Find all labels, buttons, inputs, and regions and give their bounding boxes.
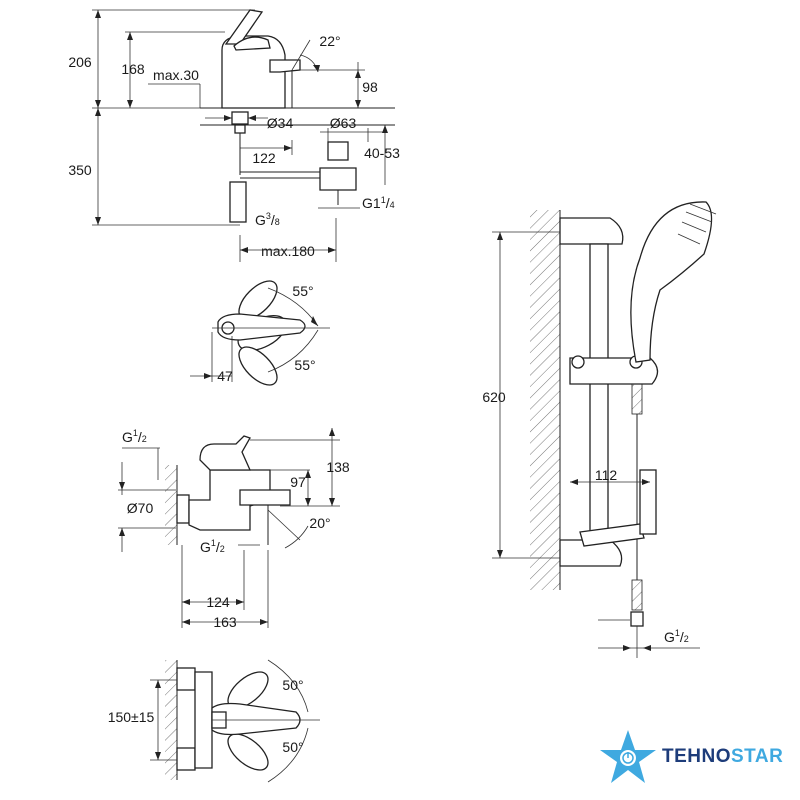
dim-max180: max.180 (261, 243, 315, 259)
dim-163: 163 (213, 614, 237, 630)
dim-620: 620 (482, 389, 506, 405)
dim-150-15: 150±15 (108, 709, 155, 725)
bath-mixer-side-view: G1/2 Ø70 97 138 20° G1/2 (118, 428, 350, 630)
logo-wordmark: TEHNOSTAR (662, 746, 783, 768)
star-icon (600, 730, 656, 783)
dim-168: 168 (121, 61, 145, 77)
logo-part-b: STAR (731, 746, 784, 767)
dim-122: 122 (252, 150, 276, 166)
dim-g12-rail: G1/2 (664, 628, 689, 645)
tehnostar-logo (600, 728, 800, 788)
dim-o70: Ø70 (127, 500, 154, 516)
dim-o63: Ø63 (330, 115, 357, 131)
shower-rail-side-view: 620 112 G1/2 (482, 201, 717, 658)
dim-50-deg-top: 50° (282, 677, 303, 693)
dim-55-deg-bottom: 55° (294, 357, 315, 373)
dim-350: 350 (68, 162, 92, 178)
dim-124: 124 (206, 594, 230, 610)
dim-22-deg: 22° (319, 33, 340, 49)
dim-g3-8: G3/8 (255, 211, 280, 228)
dim-138: 138 (326, 459, 350, 475)
dim-g12-top: G1/2 (122, 428, 147, 445)
dim-55-deg-top: 55° (292, 283, 313, 299)
dim-98: 98 (362, 79, 378, 95)
dim-g1-quarter: G11/4 (362, 195, 395, 211)
dim-112: 112 (595, 467, 618, 483)
dim-20-deg: 20° (309, 515, 330, 531)
logo-part-a: TEHNO (662, 746, 731, 767)
dim-97: 97 (290, 474, 306, 490)
dim-40-53: 40-53 (364, 145, 400, 161)
dim-50-deg-bottom: 50° (282, 739, 303, 755)
basin-mixer-top-view: 55° 55° 47 (190, 280, 330, 386)
dim-206: 206 (68, 54, 92, 70)
dim-o34: Ø34 (267, 115, 294, 131)
dim-47: 47 (217, 368, 233, 384)
dim-max30: max.30 (153, 67, 199, 83)
basin-mixer-side-view: 206 168 350 max.30 22° 98 Ø34 (68, 9, 400, 262)
dim-g12-bottom: G1/2 (200, 538, 225, 555)
bath-mixer-top-view: 50° 50° 150±15 (108, 659, 320, 783)
